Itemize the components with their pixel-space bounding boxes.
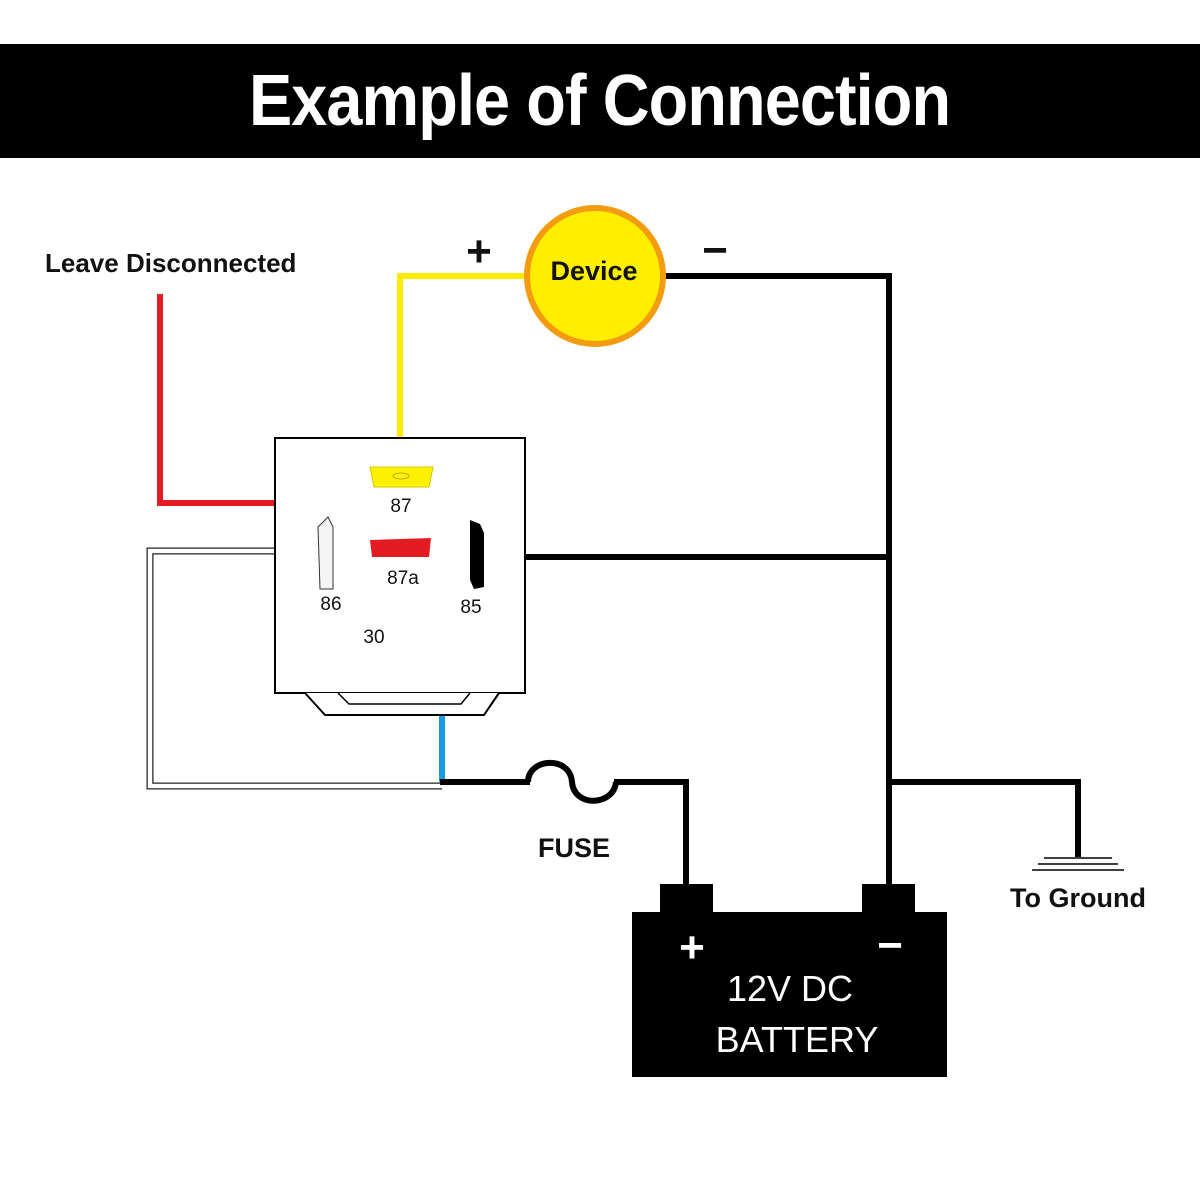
- fuse-symbol: [525, 759, 619, 804]
- battery-positive-wire: [614, 779, 689, 888]
- pin-86-label: 86: [320, 594, 341, 615]
- to-ground-label: To Ground: [1010, 883, 1146, 913]
- device-minus-sign: −: [702, 226, 728, 275]
- page-title: Example of Connection: [249, 61, 951, 141]
- battery-label-voltage: 12V DC: [727, 968, 853, 1009]
- pin-87a-label: 87a: [387, 568, 419, 589]
- device-label: Device: [550, 256, 637, 286]
- pin-87a-terminal: [370, 538, 431, 557]
- pin-85-label: 85: [460, 597, 481, 618]
- pin-87-label: 87: [390, 496, 411, 517]
- relay-base-inner: [337, 692, 471, 705]
- pin-87-terminal: [369, 466, 434, 488]
- title-bar: Example of Connection: [0, 44, 1200, 158]
- battery-plus-sign: +: [679, 923, 705, 972]
- fuse-label: FUSE: [538, 833, 610, 863]
- ground-wire: [889, 779, 1081, 857]
- leave-disconnected-label: Leave Disconnected: [45, 248, 296, 278]
- battery-minus-sign: −: [877, 921, 903, 970]
- device-plus-sign: +: [466, 227, 492, 276]
- device-negative-wire: [664, 273, 892, 888]
- battery-label-name: BATTERY: [716, 1019, 879, 1060]
- yellow-wire-87: [397, 273, 526, 470]
- pin-85-terminal: [470, 520, 484, 589]
- pin-30-label: 30: [363, 627, 384, 648]
- pin-86-terminal: [317, 516, 334, 590]
- battery: [632, 884, 947, 1077]
- device-lamp: [524, 205, 666, 347]
- ground-symbol: [1032, 857, 1124, 871]
- white-wire-86-inner: [147, 548, 442, 789]
